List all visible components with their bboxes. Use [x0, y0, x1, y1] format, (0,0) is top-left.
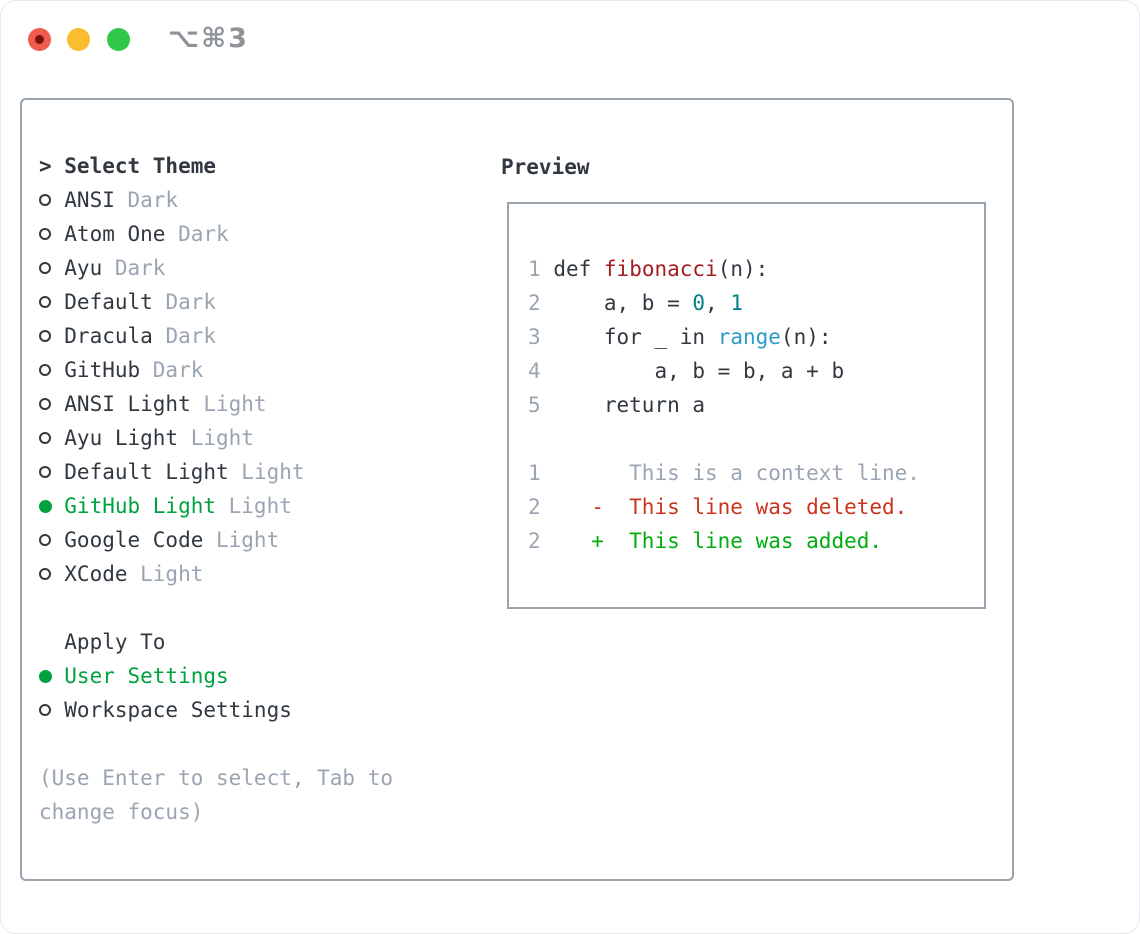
theme-option[interactable]: XCode Light — [39, 557, 393, 591]
theme-option[interactable]: Ayu Dark — [39, 251, 393, 285]
indent-cell — [39, 625, 64, 659]
theme-name: XCode — [64, 562, 128, 586]
apply-option-name: Workspace Settings — [64, 698, 292, 722]
theme-section-title: Select Theme — [64, 154, 216, 178]
theme-name: Google Code — [64, 528, 204, 552]
theme-option[interactable]: GitHub Light Light — [39, 489, 393, 523]
theme-option[interactable]: GitHub Dark — [39, 353, 393, 387]
theme-name: GitHub Light — [64, 494, 216, 518]
radio-icon — [39, 523, 64, 557]
theme-option[interactable]: Dracula Dark — [39, 319, 393, 353]
theme-option[interactable]: Default Dark — [39, 285, 393, 319]
theme-name: Default — [64, 290, 153, 314]
theme-variant-tag: Dark — [165, 290, 217, 314]
maximize-button[interactable] — [107, 28, 130, 51]
radio-icon — [39, 455, 64, 489]
radio-icon — [39, 217, 64, 251]
cursor-icon: > — [39, 154, 52, 178]
radio-icon — [39, 353, 64, 387]
preview-title: Preview — [501, 155, 590, 179]
radio-icon — [39, 557, 64, 591]
theme-variant-tag: Light — [241, 460, 305, 484]
theme-name: Dracula — [64, 324, 153, 348]
code-line — [528, 422, 984, 456]
close-button[interactable] — [28, 28, 51, 51]
preview-box: 1 def fibonacci(n): 2 a, b = 0, 1 3 for _ … — [507, 202, 986, 609]
theme-variant-tag: Dark — [152, 358, 204, 382]
theme-option[interactable]: Ayu Light Light — [39, 421, 393, 455]
apply-option[interactable]: Workspace Settings — [39, 693, 393, 727]
apply-option[interactable]: User Settings — [39, 659, 393, 693]
theme-option[interactable]: Default Light Light — [39, 455, 393, 489]
radio-icon — [39, 387, 64, 421]
theme-variant-tag: Light — [190, 426, 254, 450]
theme-variant-tag: Dark — [127, 188, 179, 212]
radio-icon — [39, 285, 64, 319]
theme-variant-tag: Light — [140, 562, 204, 586]
code-line: 5 return a — [528, 393, 706, 417]
code-line: 2 a, b = 0, 1 — [528, 291, 743, 315]
theme-name: Default Light — [64, 460, 229, 484]
code-line: 1 This is a context line. — [528, 461, 920, 485]
theme-option[interactable]: Atom One Dark — [39, 217, 393, 251]
theme-name: GitHub — [64, 358, 141, 382]
theme-variant-tag: Dark — [178, 222, 229, 246]
help-text: (Use Enter to select, Tab to change focus… — [39, 761, 393, 829]
apply-section-title: Apply To — [64, 630, 166, 654]
spacer — [39, 727, 393, 761]
theme-variant-tag: Light — [203, 392, 267, 416]
theme-option[interactable]: ANSI Dark — [39, 183, 393, 217]
radio-icon — [39, 183, 64, 217]
radio-selected-icon — [39, 659, 64, 693]
code-line: 2 + This line was added. — [528, 529, 883, 553]
apply-option-name: User Settings — [64, 664, 229, 688]
radio-icon — [39, 319, 64, 353]
theme-name: Ayu — [64, 256, 103, 280]
spacer — [39, 591, 393, 625]
minimize-button[interactable] — [67, 28, 90, 51]
radio-icon — [39, 251, 64, 285]
theme-variant-tag: Light — [216, 528, 280, 552]
window-shortcut-label: ⌥⌘3 — [168, 23, 249, 54]
apply-section-header: Apply To — [39, 625, 393, 659]
theme-name: ANSI Light — [64, 392, 191, 416]
close-dot-icon — [35, 35, 44, 44]
theme-variant-tag: Dark — [165, 324, 217, 348]
radio-icon — [39, 421, 64, 455]
code-line: 1 def fibonacci(n): — [528, 257, 769, 281]
theme-option[interactable]: Google Code Light — [39, 523, 393, 557]
code-preview: 1 def fibonacci(n): 2 a, b = 0, 1 3 for _ … — [528, 252, 984, 558]
theme-name: Atom One — [64, 222, 166, 246]
help-line: change focus) — [39, 800, 204, 824]
radio-icon — [39, 693, 64, 727]
radio-selected-icon — [39, 489, 64, 523]
code-line: 3 for _ in range(n): — [528, 325, 832, 349]
code-line: 4 a, b = b, a + b — [528, 359, 845, 383]
preview-column: Preview 1 def fibonacci(n): 2 a, b = 0, 1… — [501, 150, 986, 609]
theme-section-header: > Select Theme — [39, 149, 393, 183]
theme-name: Ayu Light — [64, 426, 179, 450]
help-line: (Use Enter to select, Tab to — [39, 766, 394, 790]
theme-name: ANSI — [64, 188, 115, 212]
theme-option[interactable]: ANSI Light Light — [39, 387, 393, 421]
theme-variant-tag: Dark — [114, 256, 166, 280]
code-line: 2 - This line was deleted. — [528, 495, 908, 519]
theme-variant-tag: Light — [228, 494, 292, 518]
